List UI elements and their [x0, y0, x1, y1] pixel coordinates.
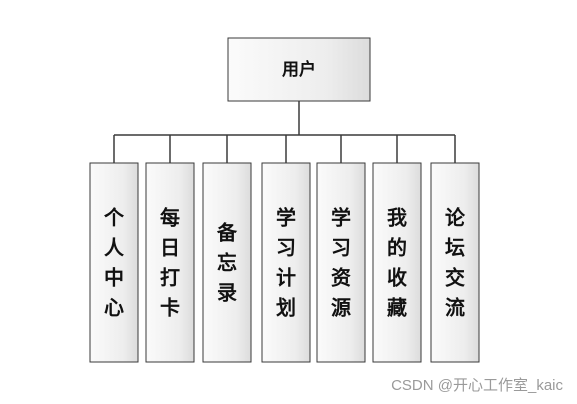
child-node-4: 学习计划 [261, 162, 311, 363]
child-box [316, 162, 366, 363]
child-label: 我的收藏 [387, 206, 407, 320]
watermark: CSDN @开心工作室_kaic [391, 377, 563, 394]
child-box [372, 162, 422, 363]
child-label: 学习计划 [276, 206, 296, 320]
child-box [145, 162, 195, 363]
root-box [227, 37, 371, 102]
child-node-3: 备忘录 [202, 162, 252, 363]
child-node-7: 论坛交流 [430, 162, 480, 363]
child-nodes: 个人中心 每日打卡 备忘录 学习计划 学习资源 我的收藏 论坛交流 [89, 162, 480, 363]
child-label: 学习资源 [331, 206, 351, 320]
child-label: 论坛交流 [445, 206, 466, 320]
child-node-2: 每日打卡 [145, 162, 195, 363]
child-node-6: 我的收藏 [372, 162, 422, 363]
root-label: 用户 [282, 59, 316, 80]
child-node-1: 个人中心 [89, 162, 139, 363]
root-node: 用户 [227, 37, 371, 102]
child-box [430, 162, 480, 363]
child-label: 备忘录 [216, 221, 238, 305]
child-label: 每日打卡 [160, 206, 180, 320]
child-box [202, 162, 252, 363]
connector-lines [113, 101, 456, 163]
child-label: 个人中心 [103, 206, 125, 320]
child-box [261, 162, 311, 363]
child-box [89, 162, 139, 363]
child-node-5: 学习资源 [316, 162, 366, 363]
